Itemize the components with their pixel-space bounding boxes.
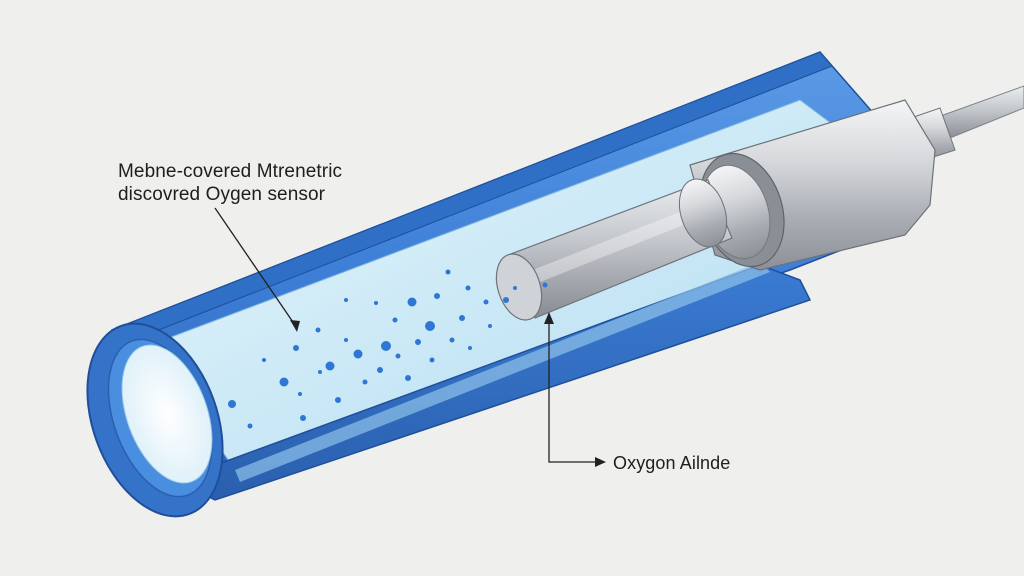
oxygen-bubble — [513, 286, 517, 290]
electrode-rod — [495, 178, 733, 321]
oxygen-bubble — [465, 285, 471, 291]
oxygen-bubble — [353, 349, 363, 359]
oxygen-bubble — [374, 301, 378, 305]
oxygen-bubble — [392, 317, 398, 323]
oxygen-bubble — [377, 367, 383, 373]
oxygen-bubble — [279, 377, 289, 387]
oxygen-bubble — [344, 338, 348, 342]
oxygen-bubble — [483, 299, 489, 305]
oxygen-bubbles — [228, 269, 548, 429]
oxygen-bubble — [445, 269, 451, 275]
sensor-label: Mebne-covered Mtrenetric discovred Oygen… — [118, 160, 342, 206]
oxygen-anode-label: Oxygon Ailnde — [613, 453, 731, 473]
oxygen-bubble — [449, 337, 455, 343]
oxygen-bubble — [395, 353, 401, 359]
oxygen-bubble — [362, 379, 368, 385]
arrowhead-icon — [290, 320, 300, 332]
sensor-label-line-2: discovred Oygen sensor — [118, 184, 326, 205]
oxygen-bubble — [315, 327, 321, 333]
oxygen-bubble — [407, 297, 417, 307]
tube-mouth — [86, 322, 224, 518]
oxygen-bubble — [298, 392, 302, 396]
oxygen-bubble — [293, 345, 299, 351]
oxygen-bubble — [415, 339, 421, 345]
arrowhead-icon — [544, 312, 554, 324]
oxygen-bubble — [488, 324, 492, 328]
arrowheads — [290, 312, 606, 467]
leader-line-anode — [548, 318, 598, 463]
oxygen-bubble — [429, 357, 435, 363]
oxygen-bubble — [503, 297, 509, 303]
oxygen-bubble — [325, 361, 335, 371]
oxygen-bubble — [228, 400, 236, 408]
sensor-label-line-1: Mebne-covered Mtrenetric — [118, 161, 343, 182]
oxygen-bubble — [300, 415, 306, 421]
oxygen-bubble — [434, 293, 440, 299]
oxygen-bubble — [381, 341, 391, 351]
oxygen-bubble — [318, 370, 322, 374]
oxygen-bubble — [335, 397, 341, 403]
oxygen-bubble — [344, 298, 348, 302]
oxygen-bubble — [262, 358, 266, 362]
oxygen-bubble — [542, 282, 548, 288]
leader-lines — [214, 207, 598, 463]
oxygen-bubble — [405, 375, 411, 381]
leader-line-sensor — [214, 207, 298, 329]
arrowhead-icon — [595, 457, 606, 467]
oxygen-bubble — [247, 423, 253, 429]
oxygen-bubble — [459, 315, 465, 321]
oxygen-bubble — [468, 346, 472, 350]
oxygen-bubble — [425, 321, 435, 331]
